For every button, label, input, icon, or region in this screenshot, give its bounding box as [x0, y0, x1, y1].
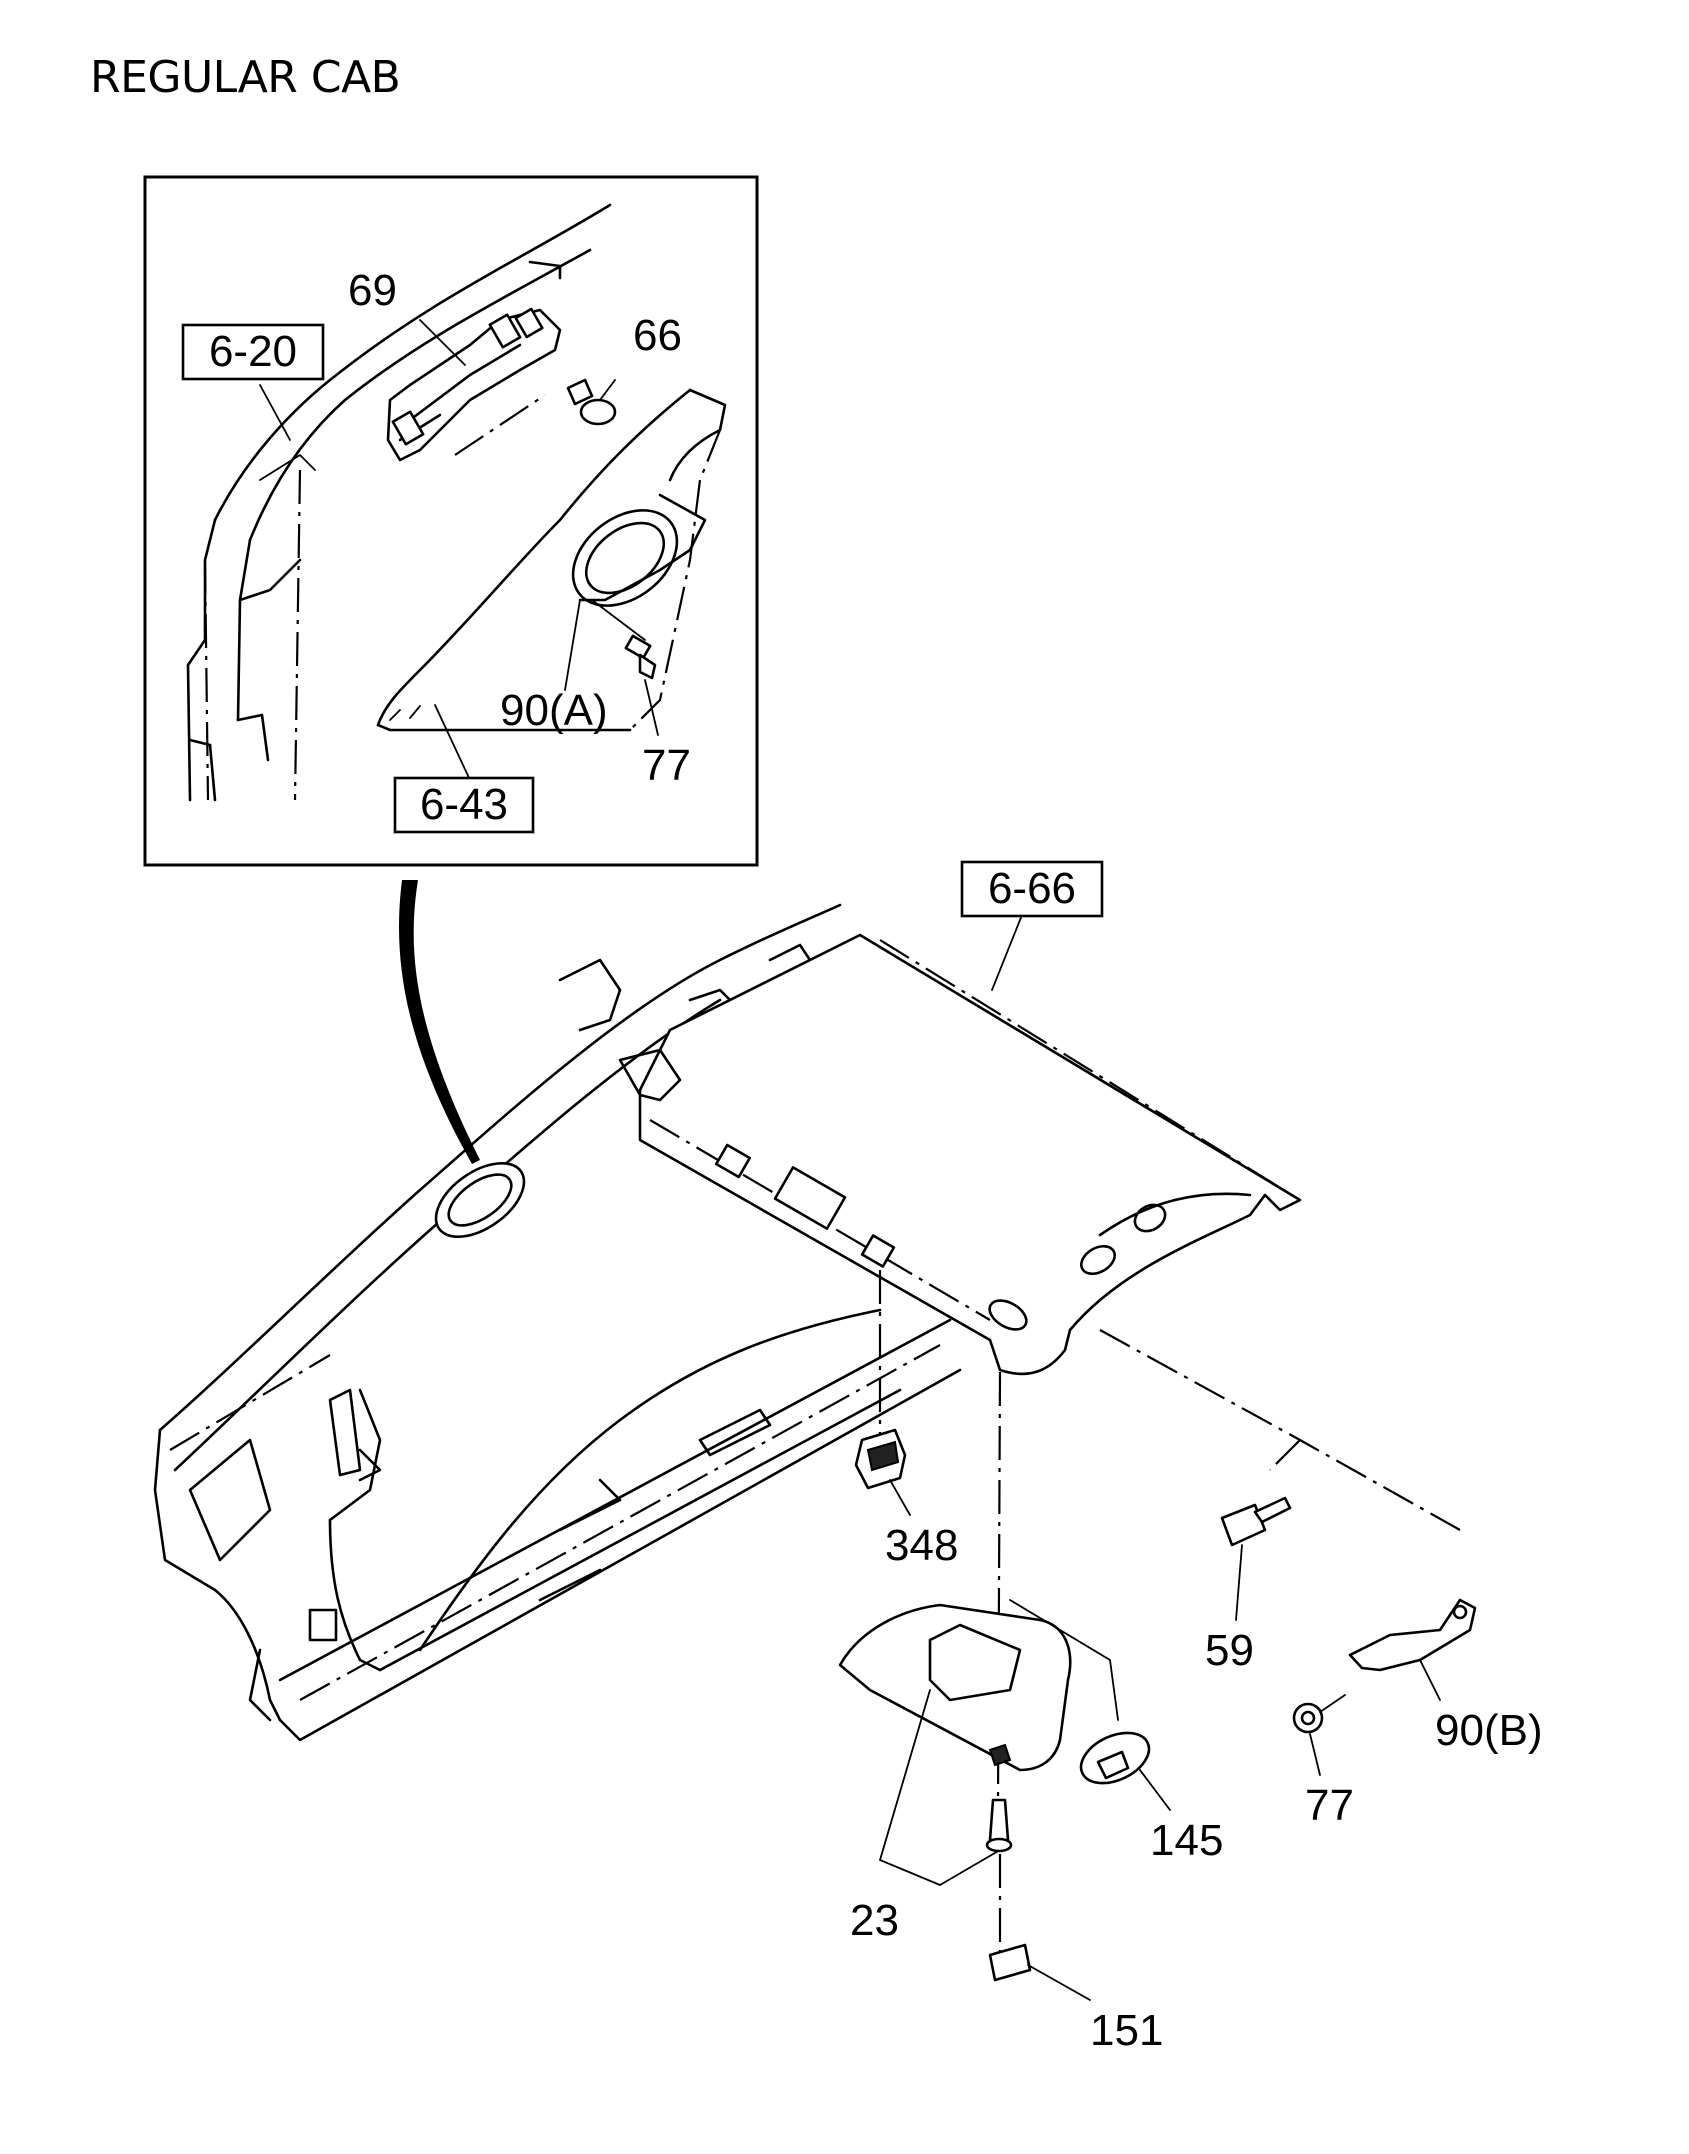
- headliner-6-66: [618, 933, 1302, 1376]
- callout-151: 151: [1090, 2006, 1163, 2055]
- leader-145: [1139, 1769, 1171, 1811]
- part-66-screw: [566, 378, 617, 426]
- part-69-bracket: [386, 307, 562, 462]
- ref-6-20: 6-20: [209, 327, 297, 376]
- leader-66: [599, 379, 616, 401]
- detail-arrow: [399, 880, 480, 1164]
- ref-6-66: 6-66: [988, 864, 1076, 913]
- ref-6-43: 6-43: [420, 780, 508, 829]
- ref-box-6-20: [181, 323, 325, 381]
- part-77-screw-inset: [624, 634, 657, 680]
- part-59-screw: [1220, 1496, 1292, 1547]
- assembly-line-59: [1269, 1439, 1301, 1471]
- ref-box-6-66: [960, 860, 1104, 918]
- part-6-43-trim: [376, 388, 727, 732]
- leader-90b: [1419, 1659, 1441, 1701]
- callout-90b: 90(B): [1435, 1706, 1543, 1755]
- callout-66: 66: [633, 311, 682, 360]
- leader-77a: [591, 599, 646, 641]
- part-145-holder: [1079, 1731, 1151, 1785]
- callout-348: 348: [885, 1521, 958, 1570]
- callout-59: 59: [1205, 1626, 1254, 1675]
- part-sunvisor: [838, 1603, 1072, 1772]
- leader-23-a: [879, 1689, 941, 1886]
- leader-69-66: [454, 394, 546, 456]
- part-348-clip: [854, 1428, 907, 1490]
- leader-6-43: [434, 704, 471, 781]
- callout-77b: 77: [1305, 1781, 1354, 1830]
- leader-77b: [1309, 1733, 1321, 1776]
- leader-145-line: [1009, 1599, 1119, 1721]
- reference-labels: 6-20 6-43 6-66: [181, 323, 1104, 918]
- part-77-bolt: [1292, 1694, 1346, 1734]
- callout-145: 145: [1150, 1816, 1223, 1865]
- leader-6-66: [991, 914, 1023, 991]
- detail-inset: [143, 175, 759, 867]
- leader-90a: [564, 599, 581, 691]
- cab-body-side: [153, 903, 962, 1742]
- leader-69: [419, 319, 466, 366]
- callout-90a: 90(A): [500, 686, 608, 735]
- callout-labels: 69 66 90(A) 77 348 59 90(B) 77 145 23 15…: [348, 266, 1543, 2055]
- part-151-cap: [988, 1943, 1032, 1982]
- callout-77a: 77: [642, 741, 691, 790]
- leader-59: [1235, 1544, 1243, 1621]
- callout-23: 23: [850, 1896, 899, 1945]
- leader-348: [889, 1479, 911, 1516]
- leader-6-20: [259, 384, 291, 441]
- ref-box-6-43: [393, 776, 535, 834]
- leader-23-b: [939, 1849, 1001, 1886]
- inset-pillar-drawing: [186, 203, 612, 802]
- part-90b-grip: [1348, 1598, 1477, 1672]
- leader-151: [1027, 1964, 1091, 2001]
- part-23-screw: [985, 1798, 1013, 1853]
- page-title: REGULAR CAB: [90, 52, 401, 103]
- callout-69: 69: [348, 266, 397, 315]
- leader-77a-b: [644, 679, 659, 736]
